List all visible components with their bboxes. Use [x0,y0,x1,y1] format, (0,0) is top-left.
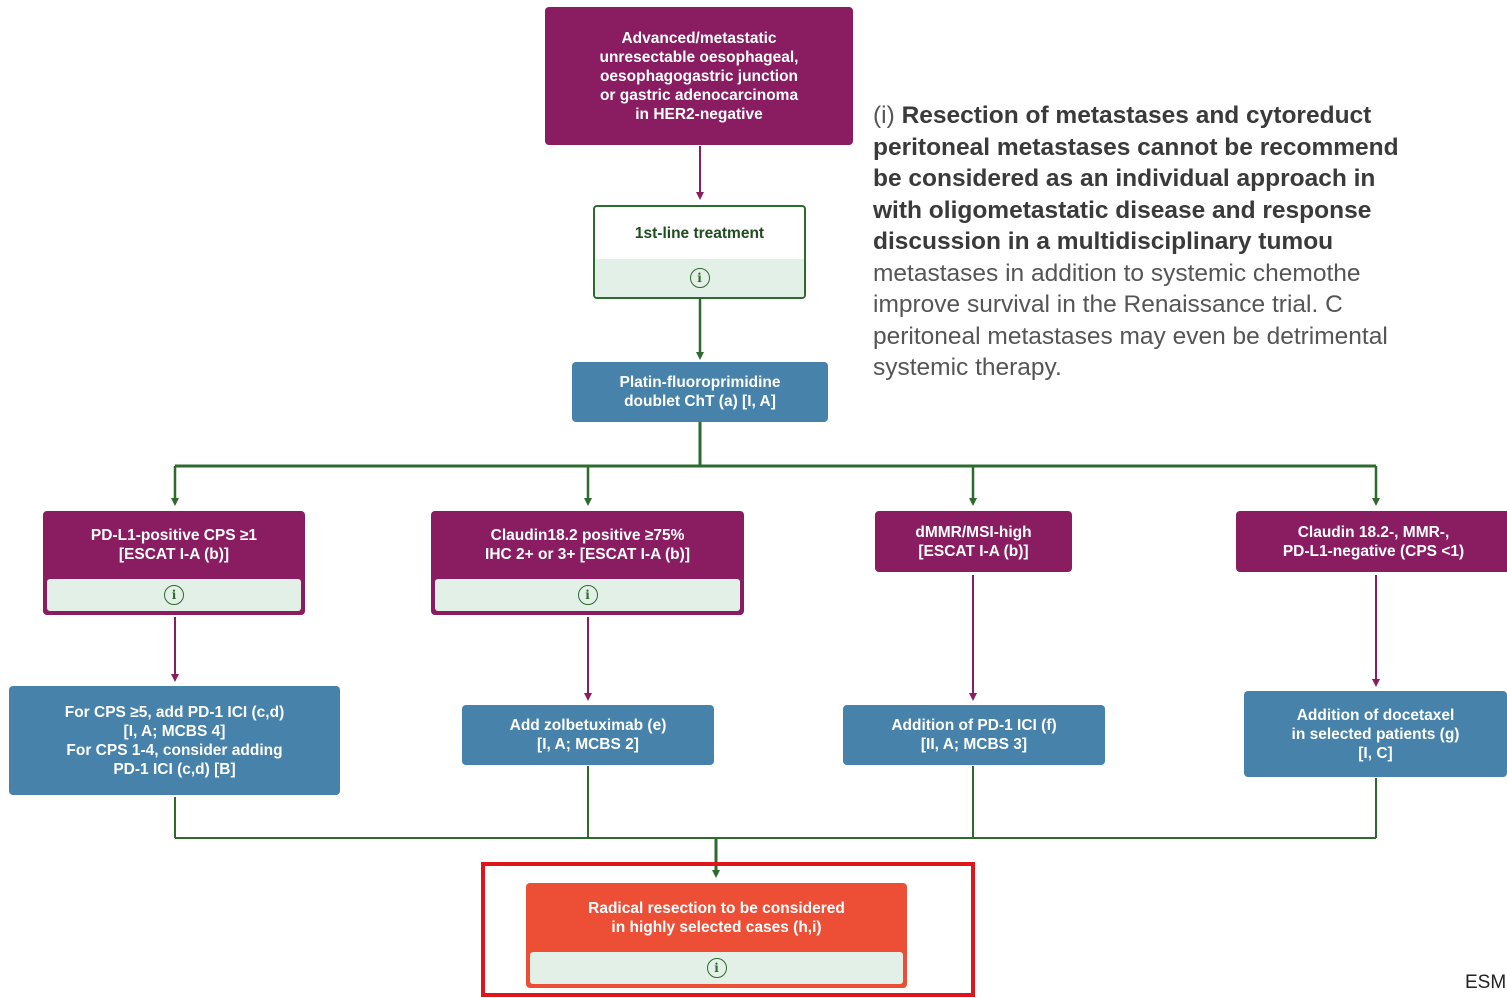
docetaxel-label: Addition of docetaxel in selected patien… [1291,706,1460,762]
highlight-frame [481,862,975,997]
claudin-positive-node: Claudin18.2 positive ≥75% IHC 2+ or 3+ [… [431,511,744,615]
footnote-line-6: metastases in addition to systemic chemo… [873,259,1361,287]
footnote-line-7: improve survival in the Renaissance tria… [873,291,1343,318]
dmmr-label: dMMR/MSI-high [ESCAT I-A (b)] [915,523,1032,560]
footnote-line-2: peritoneal metastases cannot be recommen… [873,132,1507,164]
cps-treatment-node: For CPS ≥5, add PD-1 ICI (c,d) [I, A; MC… [9,686,340,795]
platin-label: Platin-fluoroprimidine doublet ChT (a) [… [619,374,781,410]
info-circle-icon[interactable]: i [577,585,598,605]
pdl1-positive-label: PD-L1-positive CPS ≥1 [ESCAT I-A (b)] [90,527,258,563]
footnote-line-9: systemic therapy. [873,354,1062,381]
first-line-node: 1st-line treatment i [593,205,806,299]
first-line-info-strip[interactable]: i [595,259,804,297]
claudin-negative-node: Claudin 18.2-, MMR-, PD-L1-negative (CPS… [1236,511,1507,572]
footnote-line-1: (i) Resection of metastases and cytoredu… [873,100,1507,132]
footnote-marker: (i) [873,102,895,129]
footnote-line-5: discussion in a multidisciplinary tumou [873,226,1507,258]
footnote-line-3: be considered as an individual approach … [873,163,1507,195]
footnote-bold-3: be considered as an individual approach … [873,165,1376,192]
start-node: Advanced/metastatic unresectable oesopha… [545,7,853,145]
resection-info-strip[interactable]: i [530,952,903,984]
footnote-text: (i) Resection of metastases and cytoredu… [873,100,1507,384]
footnote-line-4: with oligometastatic disease and respons… [873,195,1507,227]
platin-node: Platin-fluoroprimidine doublet ChT (a) [… [572,362,828,422]
docetaxel-node: Addition of docetaxel in selected patien… [1244,691,1507,777]
claudin-positive-label: Claudin18.2 positive ≥75% IHC 2+ or 3+ [… [485,527,690,563]
pd1-addition-node: Addition of PD-1 ICI (f) [II, A; MCBS 3] [843,705,1105,765]
pdl1-positive-node: PD-L1-positive CPS ≥1 [ESCAT I-A (b)] i [43,511,305,615]
footer-source-label: ESM [1465,972,1507,993]
dmmr-node: dMMR/MSI-high [ESCAT I-A (b)] [875,511,1072,572]
info-circle-icon[interactable]: i [689,268,710,288]
claudin-info-strip[interactable]: i [435,579,740,611]
claudin-negative-label: Claudin 18.2-, MMR-, PD-L1-negative (CPS… [1282,523,1465,560]
footnote-bold-2: peritoneal metastases cannot be recommen… [873,133,1399,161]
resection-node: Radical resection to be considered in hi… [526,883,907,988]
pd1-addition-label: Addition of PD-1 ICI (f) [II, A; MCBS 3] [891,717,1057,753]
zolbetuximab-label: Add zolbetuximab (e) [I, A; MCBS 2] [509,717,667,753]
start-node-label: Advanced/metastatic unresectable oesopha… [599,29,799,123]
pdl1-info-strip[interactable]: i [47,579,301,611]
zolbetuximab-node: Add zolbetuximab (e) [I, A; MCBS 2] [462,705,714,765]
resection-label: Radical resection to be considered in hi… [588,899,845,936]
footnote-line-8: peritoneal metastases may even be detrim… [873,322,1388,350]
footnote-bold-1: Resection of metastases and cytoreduct [901,102,1372,129]
first-line-label: 1st-line treatment [634,224,765,242]
info-circle-icon[interactable]: i [706,958,727,978]
cps-treatment-label: For CPS ≥5, add PD-1 ICI (c,d) [I, A; MC… [64,703,285,778]
footnote-bold-4: with oligometastatic disease and respons… [873,196,1372,224]
info-circle-icon[interactable]: i [164,585,184,605]
footnote-bold-5: discussion in a multidisciplinary tumou [873,228,1334,255]
